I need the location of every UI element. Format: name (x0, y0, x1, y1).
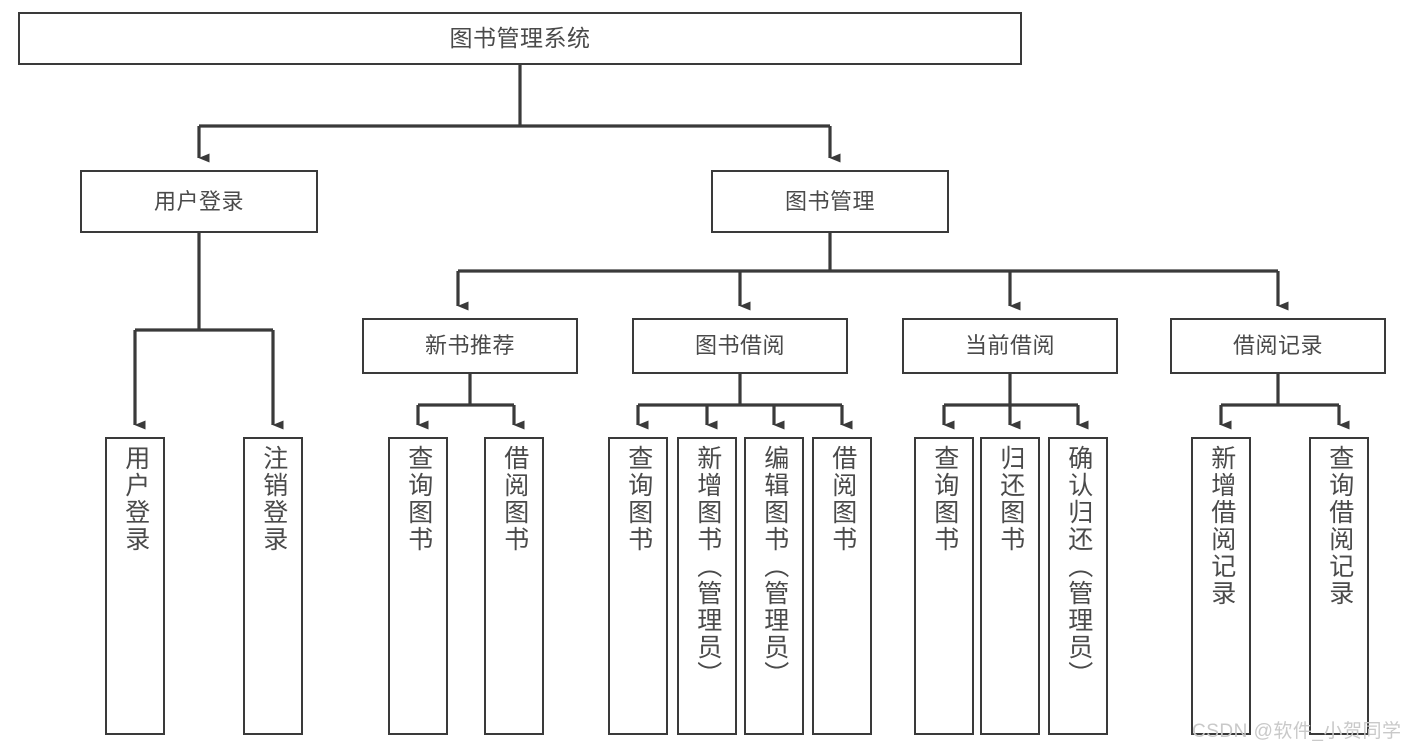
node-leaf-query-record[interactable]: 查询借阅记录 (1309, 437, 1369, 735)
node-book-borrow[interactable]: 图书借阅 (632, 318, 848, 374)
node-label: 查询图书 (624, 445, 653, 553)
node-label: 新增借阅记录 (1207, 445, 1236, 607)
node-label: 查询图书 (404, 445, 433, 553)
node-label: 图书管理系统 (449, 24, 591, 51)
node-borrow-record[interactable]: 借阅记录 (1170, 318, 1386, 374)
node-leaf-logout[interactable]: 注销登录 (243, 437, 303, 735)
node-label: 注销登录 (259, 445, 288, 553)
node-label: 图书借阅 (694, 333, 785, 359)
node-leaf-borrow-book-1[interactable]: 借阅图书 (484, 437, 544, 735)
node-label: 新增图书（管理员） (693, 445, 722, 688)
node-new-book-recommend[interactable]: 新书推荐 (362, 318, 578, 374)
node-book-management[interactable]: 图书管理 (711, 170, 949, 233)
node-label: 当前借阅 (964, 333, 1055, 359)
node-root-system[interactable]: 图书管理系统 (18, 12, 1022, 65)
node-label: 借阅图书 (828, 445, 857, 553)
node-leaf-query-book-1[interactable]: 查询图书 (388, 437, 448, 735)
node-label: 用户登录 (121, 445, 150, 553)
node-leaf-query-book-2[interactable]: 查询图书 (608, 437, 668, 735)
node-leaf-user-login[interactable]: 用户登录 (105, 437, 165, 735)
node-label: 图书管理 (784, 188, 875, 214)
node-label: 借阅记录 (1232, 333, 1323, 359)
node-label: 编辑图书（管理员） (760, 445, 789, 688)
node-label: 确认归还（管理员） (1064, 445, 1093, 688)
node-leaf-add-book[interactable]: 新增图书（管理员） (677, 437, 737, 735)
node-label: 归还图书 (996, 445, 1025, 553)
node-label: 新书推荐 (424, 333, 515, 359)
node-leaf-query-book-3[interactable]: 查询图书 (914, 437, 974, 735)
node-leaf-confirm-return[interactable]: 确认归还（管理员） (1048, 437, 1108, 735)
node-label: 用户登录 (153, 188, 244, 214)
node-label: 查询借阅记录 (1325, 445, 1354, 607)
node-leaf-edit-book[interactable]: 编辑图书（管理员） (744, 437, 804, 735)
node-leaf-borrow-book-2[interactable]: 借阅图书 (812, 437, 872, 735)
watermark-csdn: CSDN @软件_小贺同学 (1192, 721, 1402, 742)
node-label: 查询图书 (930, 445, 959, 553)
node-label: 借阅图书 (500, 445, 529, 553)
node-current-borrow[interactable]: 当前借阅 (902, 318, 1118, 374)
node-leaf-return-book[interactable]: 归还图书 (980, 437, 1040, 735)
node-leaf-add-record[interactable]: 新增借阅记录 (1191, 437, 1251, 735)
node-user-login[interactable]: 用户登录 (80, 170, 318, 233)
